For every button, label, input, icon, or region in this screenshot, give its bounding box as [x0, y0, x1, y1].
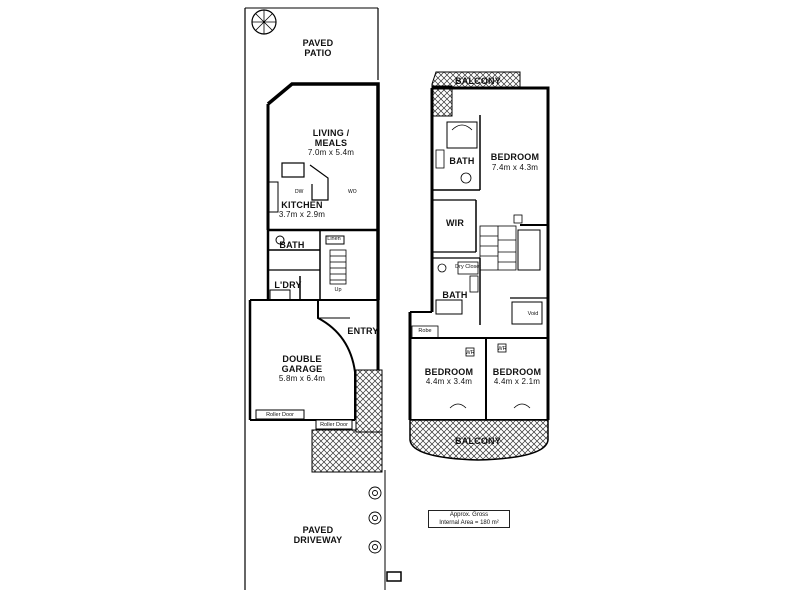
wo-label: WO: [348, 189, 357, 195]
kitchen-size: 3.7m x 2.9m: [278, 210, 326, 219]
garage-label-1: DOUBLE: [282, 354, 322, 364]
stair-up-label: Up: [334, 287, 342, 293]
void-label: Void: [527, 311, 539, 317]
driveway-label-1: PAVED: [302, 525, 334, 535]
bedroom-2-size: 4.4m x 3.4m: [425, 377, 473, 386]
bedroom-main-size: 7.4m x 4.3m: [491, 163, 539, 172]
living-size: 7.0m x 5.4m: [307, 148, 355, 157]
wr-label-1: WR: [465, 350, 475, 356]
robe-label: Robe: [418, 328, 432, 334]
patio-label-2: PATIO: [304, 48, 332, 58]
dw-label: DW: [295, 189, 304, 195]
north-marker: [386, 571, 402, 582]
area-note-line-2: Internal Area = 180 m²: [439, 520, 499, 526]
linen-label: Linen: [327, 236, 341, 242]
wr-label-2: WR: [497, 346, 507, 352]
area-note-line-1: Approx. Gross: [449, 512, 489, 518]
wir-label: WIR: [445, 218, 465, 228]
shrub-icons: [368, 486, 382, 554]
balcony-top-label: BALCONY: [455, 76, 501, 86]
balcony-bottom-label: BALCONY: [455, 436, 501, 446]
ensuite-label: BATH: [449, 156, 475, 166]
upper-floor-plan: [408, 71, 550, 461]
bedroom-2-label: BEDROOM: [424, 367, 474, 377]
ground-floor-plan: DW WO: [244, 7, 402, 590]
driveway-label-2: DRIVEWAY: [293, 535, 343, 545]
laundry-label: L'DRY: [274, 280, 302, 290]
bedroom-main-label: BEDROOM: [490, 152, 540, 162]
garage-label-2: GARAGE: [281, 364, 323, 374]
garage-size: 5.8m x 6.4m: [278, 374, 326, 383]
area-note: Approx. Gross Internal Area = 180 m²: [428, 510, 510, 528]
upper-stair-icon: [479, 225, 517, 271]
kitchen-label: KITCHEN: [281, 200, 323, 210]
living-label-1: LIVING /: [312, 128, 350, 138]
patio-label-1: PAVED: [302, 38, 334, 48]
stair-icon: [329, 249, 347, 285]
roller-door-1: Roller Door: [266, 412, 294, 418]
dry-closet-label: Dry Closet: [455, 264, 481, 270]
entry-label: ENTRY: [347, 326, 379, 336]
tree-icon: [251, 9, 277, 35]
bedroom-3-size: 4.4m x 2.1m: [493, 377, 541, 386]
upper-bath-label: BATH: [442, 290, 468, 300]
roller-door-2: Roller Door: [320, 422, 348, 428]
gf-bath-label: BATH: [279, 240, 305, 250]
bedroom-3-label: BEDROOM: [492, 367, 542, 377]
living-label-2: MEALS: [314, 138, 348, 148]
